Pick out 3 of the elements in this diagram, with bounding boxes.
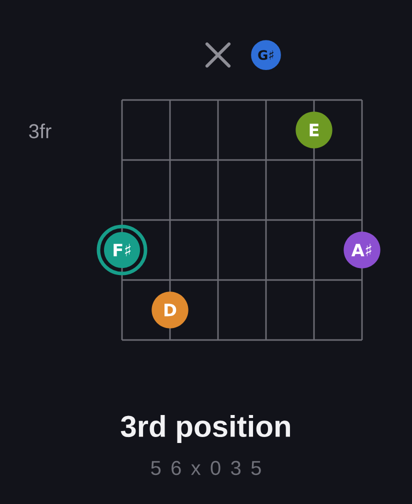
- fingering-text: 5 6 x 0 3 5: [151, 460, 261, 476]
- position-title: 3rd position: [120, 415, 290, 443]
- fret-number: 3fr: [29, 124, 52, 138]
